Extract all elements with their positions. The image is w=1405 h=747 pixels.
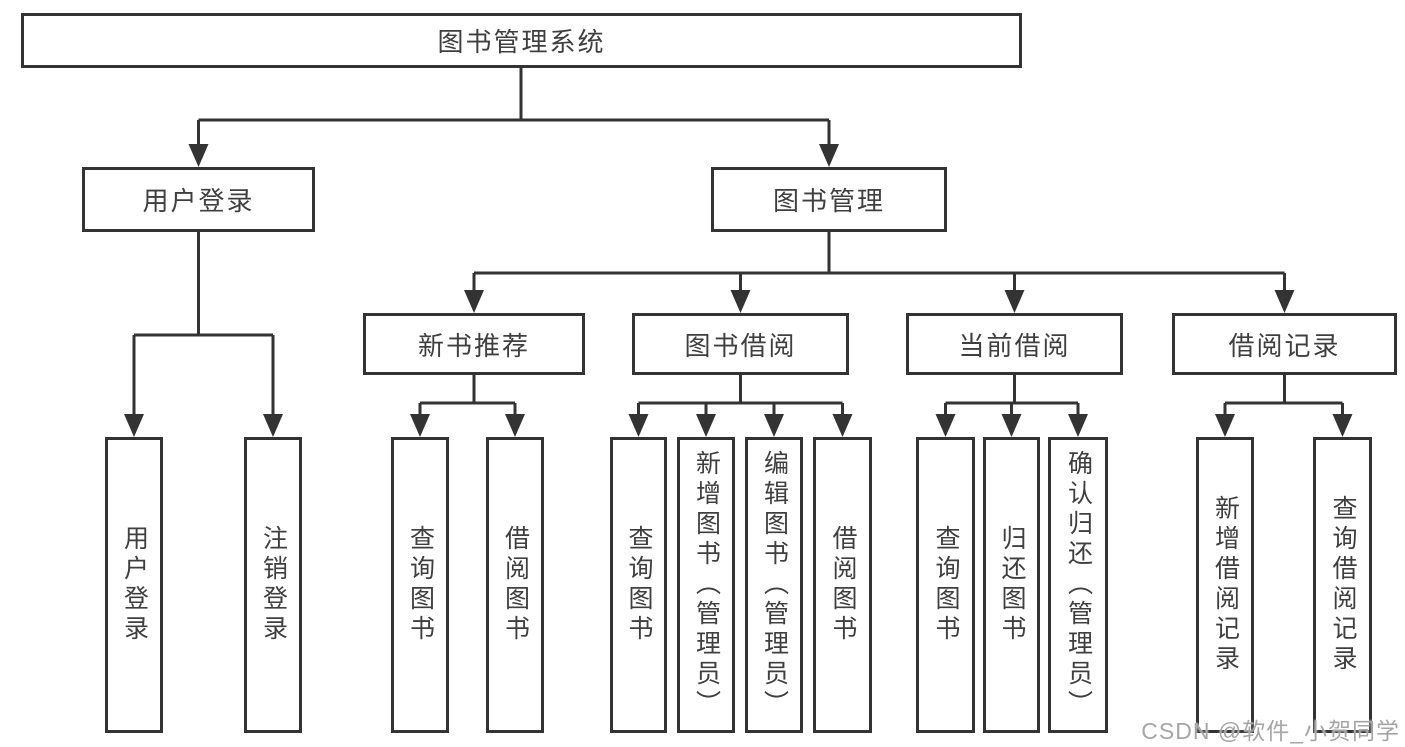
leaf-label: 确认归还（管理员） — [1064, 450, 1093, 720]
node-borrowing-records: 借阅记录 — [1172, 313, 1397, 375]
leaf-label: 注销登录 — [259, 525, 288, 645]
leaf-borrow-books-recommend: 借阅图书 — [486, 437, 544, 733]
leaf-add-borrow-record: 新增借阅记录 — [1196, 437, 1254, 733]
leaf-add-books-admin: 新增图书（管理员） — [677, 437, 735, 733]
node-new-book-recommendation: 新书推荐 — [363, 313, 585, 375]
leaf-label: 查询借阅记录 — [1329, 495, 1357, 675]
leaf-edit-books-admin: 编辑图书（管理员） — [745, 437, 803, 733]
leaf-label: 用户登录 — [120, 525, 149, 645]
leaf-confirm-return-admin: 确认归还（管理员） — [1048, 437, 1108, 733]
leaf-label: 编辑图书（管理员） — [760, 450, 789, 720]
node-library-management-system: 图书管理系统 — [21, 13, 1022, 68]
leaf-search-books-borrowing: 查询图书 — [610, 437, 667, 733]
leaf-user-login: 用户登录 — [105, 437, 163, 733]
leaf-label: 查询图书 — [932, 525, 960, 645]
leaf-search-books-recommend: 查询图书 — [391, 437, 449, 733]
leaf-label: 新增图书（管理员） — [692, 450, 721, 720]
node-user-login: 用户登录 — [82, 167, 315, 232]
node-book-borrowing: 图书借阅 — [632, 313, 849, 375]
leaf-label: 查询图书 — [406, 525, 435, 645]
leaf-borrow-books: 借阅图书 — [813, 437, 872, 733]
leaf-search-borrow-record: 查询借阅记录 — [1313, 437, 1372, 733]
leaf-label: 归还图书 — [998, 525, 1026, 645]
leaf-label: 新增借阅记录 — [1211, 495, 1240, 675]
node-book-management: 图书管理 — [711, 167, 947, 232]
leaf-search-books-current: 查询图书 — [916, 437, 975, 733]
node-current-borrowing: 当前借阅 — [906, 313, 1123, 375]
arrowhead-icons — [124, 144, 1353, 437]
leaf-label: 查询图书 — [625, 525, 653, 645]
leaf-logout: 注销登录 — [244, 437, 302, 733]
csdn-watermark: CSDN @软件_小贺同学 — [1141, 718, 1400, 744]
leaf-return-books: 归还图书 — [983, 437, 1040, 733]
leaf-label: 借阅图书 — [501, 525, 530, 645]
leaf-label: 借阅图书 — [829, 525, 857, 645]
